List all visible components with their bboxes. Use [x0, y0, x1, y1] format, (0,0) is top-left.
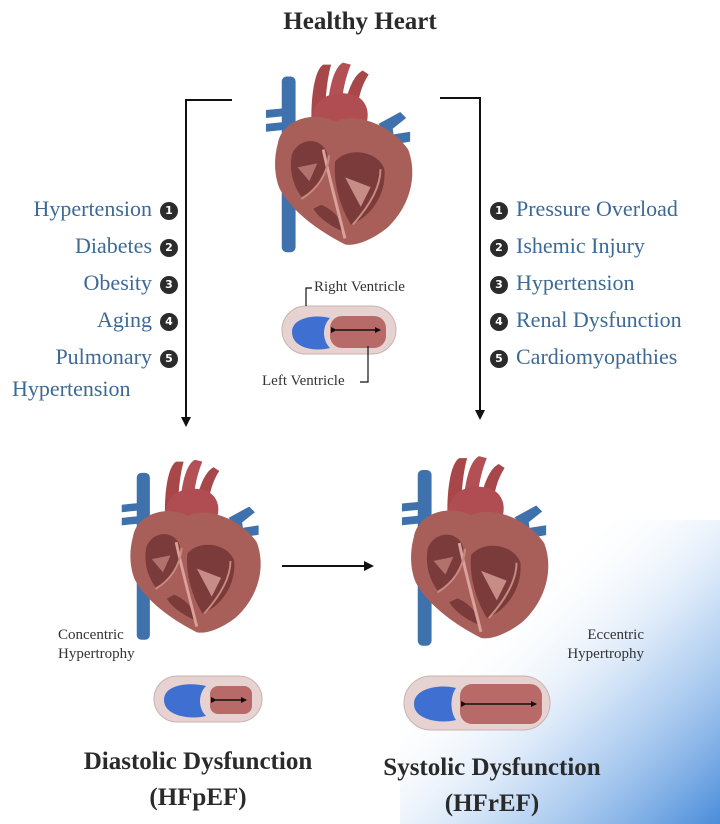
systolic-dysfunction-title: Systolic Dysfunction (HFrEF)	[383, 754, 601, 817]
right-ventricle-leader	[305, 287, 312, 306]
arrow-healthy-to-diastolic	[181, 99, 232, 427]
number-badge-icon: 3	[490, 276, 508, 294]
left-factor-2: Diabetes 2	[75, 233, 178, 259]
eccentric-hypertrophy-label: Eccentric Hypertrophy	[567, 627, 644, 662]
eccentric-heart-illustration	[400, 454, 550, 648]
number-badge-icon: 5	[490, 350, 508, 368]
concentric-heart-illustration	[120, 458, 263, 642]
right-factor-label: Pressure Overload	[516, 196, 678, 221]
left-factor-3: Obesity 3	[84, 270, 178, 296]
left-factor-label: Obesity	[83, 270, 152, 295]
right-factor-4: 4 Renal Dysfunction	[490, 307, 682, 333]
left-factor-4: Aging 4	[97, 307, 178, 333]
left-factor-label: Aging	[97, 307, 152, 332]
number-badge-icon: 2	[490, 239, 508, 257]
diastolic-dysfunction-title: Diastolic Dysfunction (HFpEF)	[83, 748, 313, 811]
right-factor-label: Ishemic Injury	[516, 233, 645, 258]
healthy-heart-title: Healthy Heart	[283, 8, 437, 35]
left-factor-5-line2: Hypertension	[12, 376, 131, 401]
number-badge-icon: 4	[490, 313, 508, 331]
right-factor-1: 1 Pressure Overload	[490, 196, 678, 222]
left-factor-label: Diabetes	[75, 233, 152, 258]
concentric-ventricle-cross-section	[153, 675, 263, 723]
right-factor-5: 5 Cardiomyopathies	[490, 344, 677, 370]
left-ventricle-label: Left Ventricle	[262, 373, 345, 389]
eccentric-ventricle-cross-section	[403, 675, 551, 731]
number-badge-icon: 1	[160, 202, 178, 220]
arrow-healthy-to-systolic	[440, 97, 485, 420]
number-badge-icon: 1	[490, 202, 508, 220]
number-badge-icon: 3	[160, 276, 178, 294]
number-badge-icon: 4	[160, 313, 178, 331]
left-factor-1: Hypertension 1	[33, 196, 178, 222]
left-factor-label: Pulmonary	[55, 344, 152, 369]
right-factor-2: 2 Ishemic Injury	[490, 233, 645, 259]
concentric-hypertrophy-label: Concentric Hypertrophy	[58, 627, 135, 662]
right-factor-label: Cardiomyopathies	[516, 344, 678, 369]
right-ventricle-label: Right Ventricle	[314, 279, 405, 295]
healthy-ventricle-cross-section	[281, 305, 397, 355]
right-factor-label: Renal Dysfunction	[516, 307, 682, 332]
number-badge-icon: 5	[160, 350, 178, 368]
healthy-heart-illustration	[264, 61, 414, 254]
number-badge-icon: 2	[160, 239, 178, 257]
left-factor-label: Hypertension	[33, 196, 152, 221]
left-factor-5: Pulmonary 5	[55, 344, 178, 370]
right-factor-3: 3 Hypertension	[490, 270, 635, 296]
right-factor-label: Hypertension	[516, 270, 635, 295]
left-ventricle-leader	[360, 346, 369, 383]
